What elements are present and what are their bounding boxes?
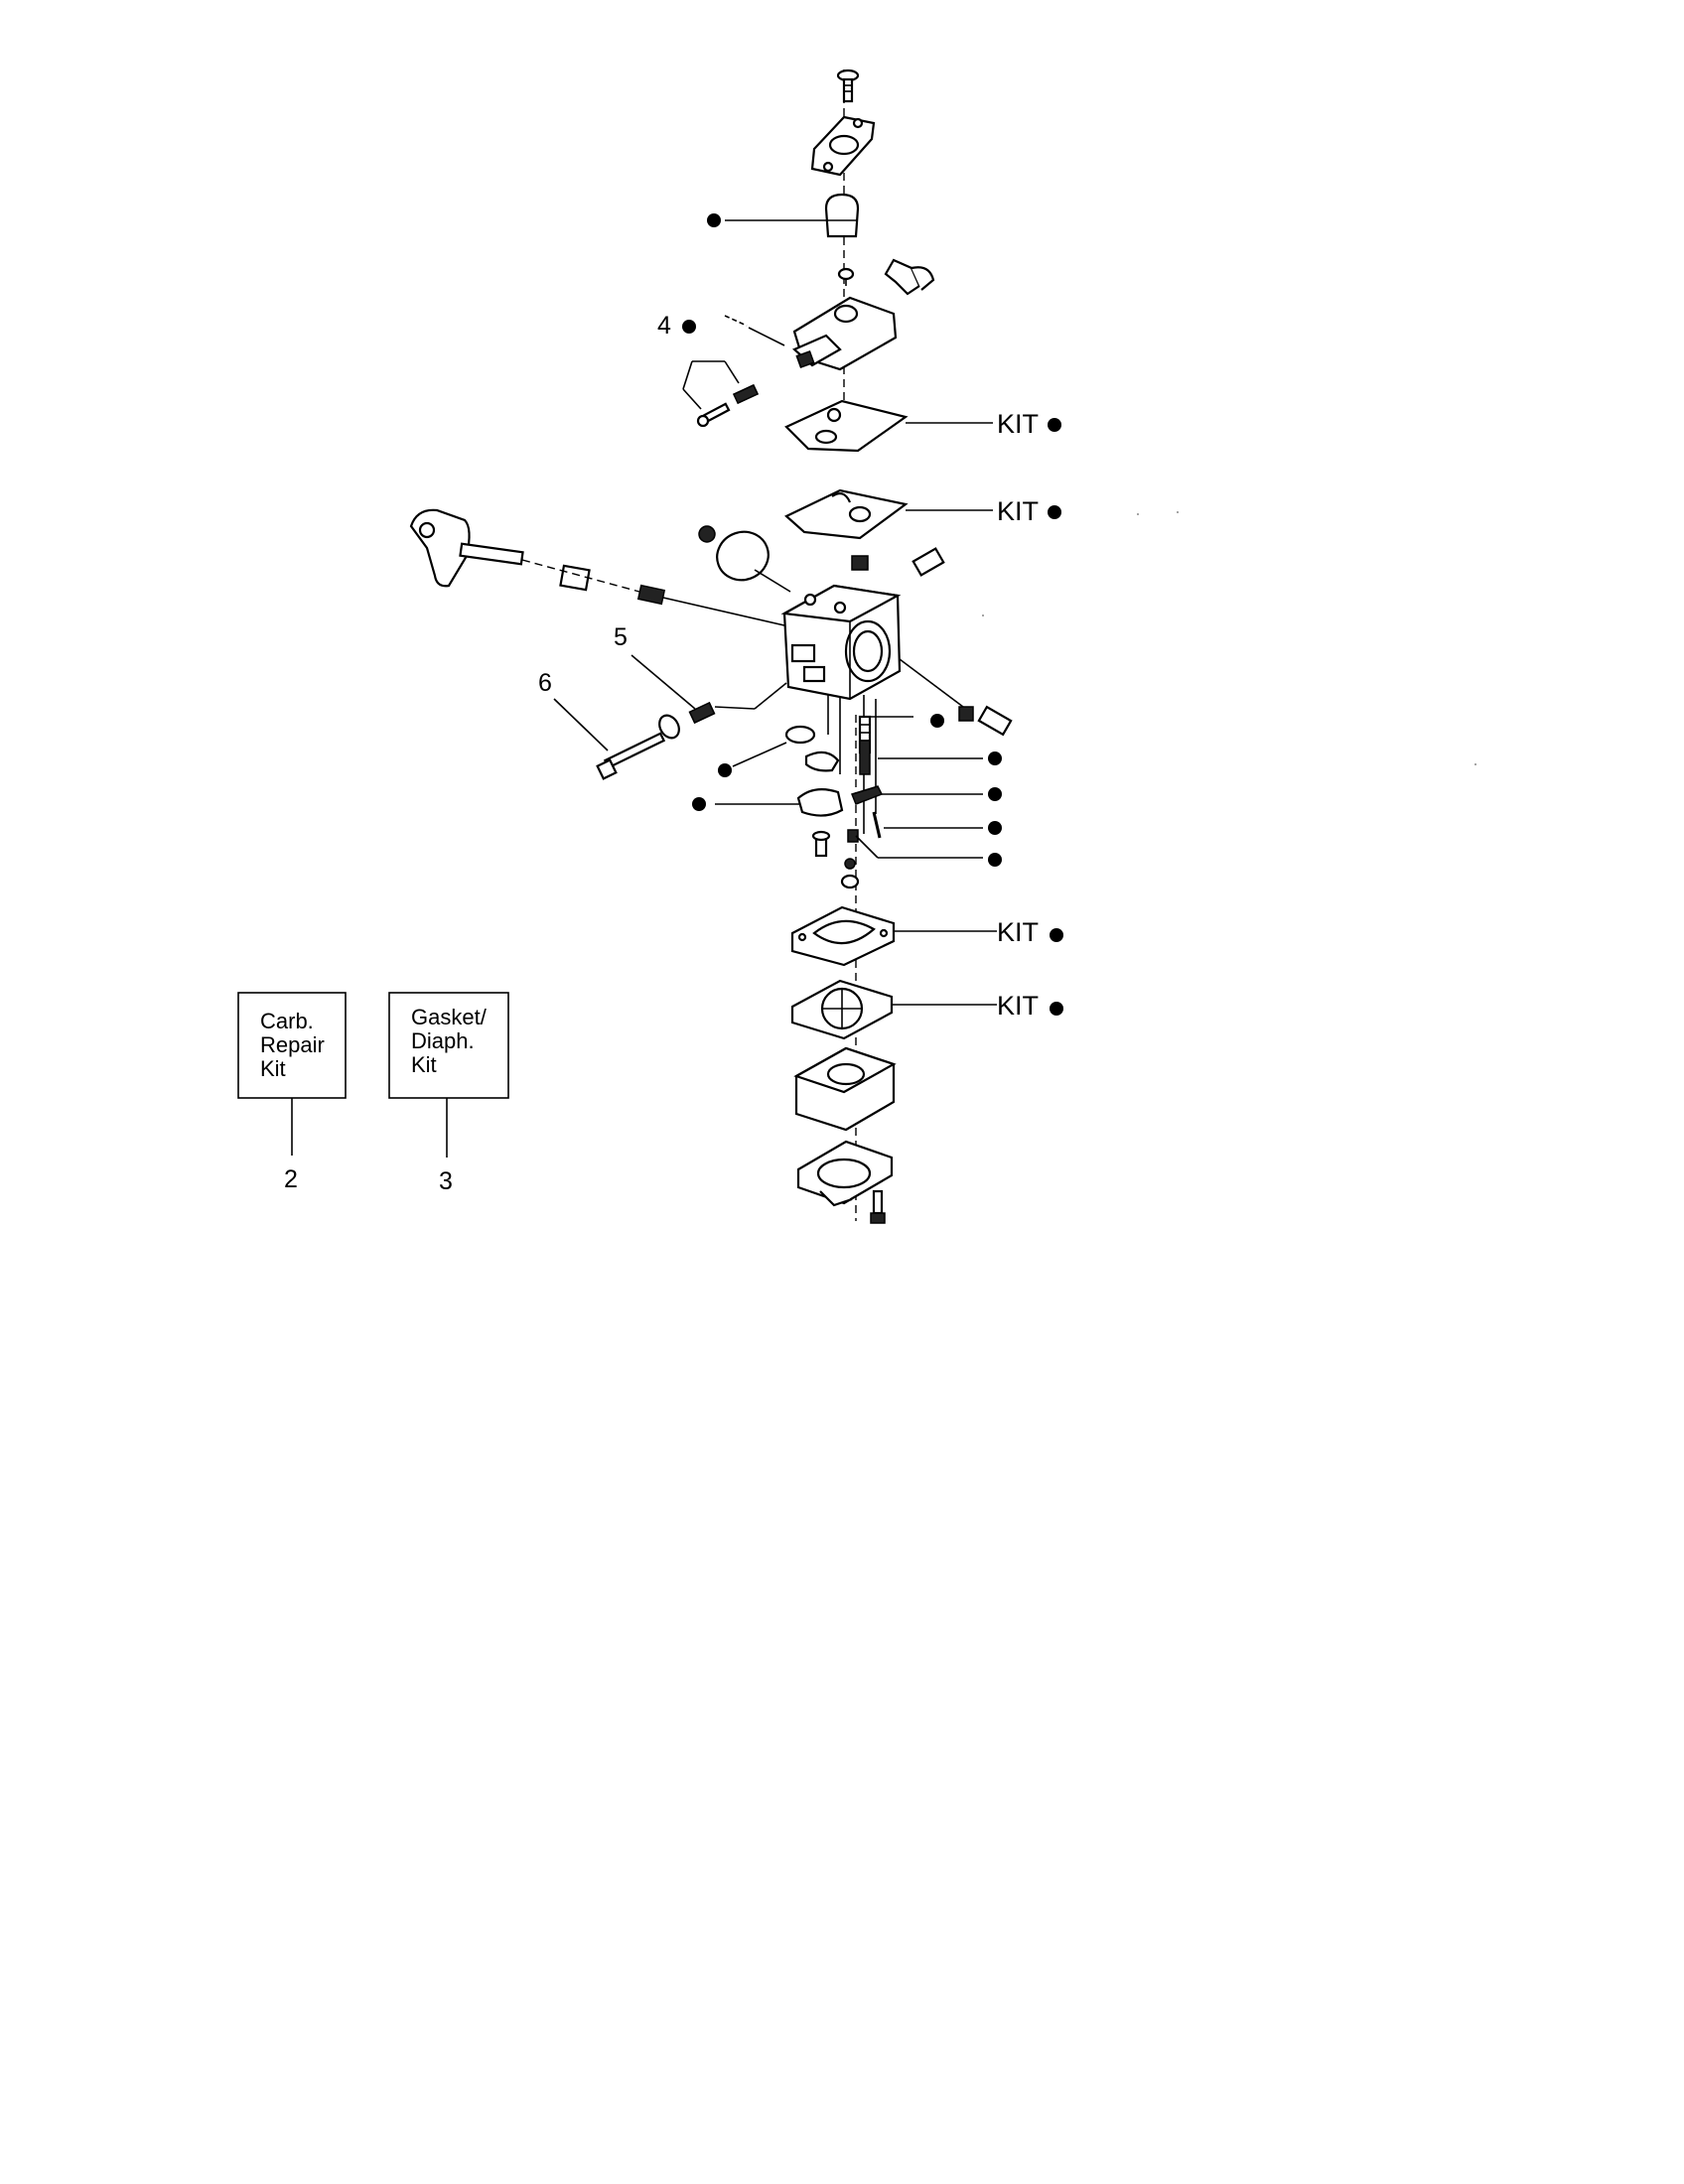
needle-lever-part [851,785,884,805]
kit-1-bullet [1048,418,1061,432]
plug-part [912,547,945,577]
throttle-shaft-axis [521,559,640,593]
kit-4-bullet [1050,1002,1063,1016]
kit-label-3: KIT [997,917,1039,947]
top-screw-part [836,68,860,103]
carburetor-body-part [780,584,902,701]
carb-repair-kit-line-1: Carb. [260,1009,314,1033]
pin-part [724,315,785,346]
side-fitting-leader [899,658,964,708]
choke-plate-part [698,525,770,582]
needle-lever-bullet [988,787,1002,801]
item-4-leader [682,360,740,410]
carb-repair-kit-box: Carb. Repair Kit [237,992,347,1156]
idle-screw-part [596,732,666,780]
gasket-1-part [784,399,909,453]
diaphragm-2-part [790,979,894,1040]
callout-4: 4 [657,312,671,340]
pivot-pin-part [872,811,882,839]
spring-2-part [859,740,871,775]
speck-4 [1474,763,1476,765]
callout-5: 5 [614,623,628,651]
side-fitting-part [958,705,1013,737]
kit-label-4: KIT [997,991,1039,1021]
fuel-fitting-bracket-part [810,115,876,177]
speck-1 [1137,513,1139,515]
bottom-cover-part [796,1140,894,1207]
check-valve-leader [732,742,787,767]
metering-screw-part [847,829,859,843]
throttle-shaft-leader [662,597,785,626]
callout-6-leader [553,698,609,751]
carb-repair-kit-line-3: Kit [260,1056,286,1081]
metering-lever-part [804,751,840,772]
elbow-fitting-part [884,258,935,296]
carb-repair-kit-line-2: Repair [260,1032,325,1057]
small-screen-part [837,267,855,286]
screw-small-part [696,402,731,428]
check-valve-bullet [718,763,732,777]
gasket-diaph-kit-box: Gasket/ Diaph. Kit [388,992,509,1158]
callout-3: 3 [439,1167,453,1195]
idle-spring-to-body-2 [754,682,787,710]
callout-6: 6 [538,669,552,697]
o-rings-part [840,858,860,889]
callout-5-leader [631,654,696,710]
bottom-screw-small-part [811,830,831,858]
kit-2-bullet [1048,505,1061,519]
callout-4-bullet [682,320,696,334]
washer-part [658,714,680,740]
inlet-plate-part [796,787,844,817]
needle-valve-part [851,555,869,571]
spring-2-bullet [988,751,1002,765]
pump-body-part [793,1046,897,1132]
speck-3 [982,614,984,616]
fuel-filter-bullet [707,213,721,227]
speck-2 [1177,511,1179,513]
kit-3-bullet [1050,928,1063,942]
idle-spring-part [688,701,716,725]
bottom-screw-part [870,1189,886,1224]
throttle-spring-part [636,584,666,606]
fuel-filter-part [824,193,860,238]
kit-label-1: KIT [997,409,1039,439]
check-valve-part [784,725,816,745]
inlet-plate-bullet [692,797,706,811]
metering-screw-bullet [988,853,1002,867]
idle-spring-to-body [714,706,756,710]
pump-cover-part [791,296,898,371]
callout-2: 2 [284,1165,298,1193]
throttle-bushing-part [559,564,591,592]
gasket-diaph-kit-line-3: Kit [411,1052,437,1077]
choke-plate-leader [754,569,791,593]
gasket-2-part [790,905,896,967]
spring-small-part [732,383,760,405]
gasket-diaph-kit-line-2: Diaph. [411,1028,475,1053]
diaphragm-1-part [784,488,909,540]
gasket-diaph-kit-line-1: Gasket/ [411,1005,488,1029]
spring-1-bullet [930,714,944,728]
kit-label-2: KIT [997,496,1039,526]
pivot-pin-bullet [988,821,1002,835]
throttle-lever-part [409,508,524,588]
metering-screw-leader [855,835,879,859]
